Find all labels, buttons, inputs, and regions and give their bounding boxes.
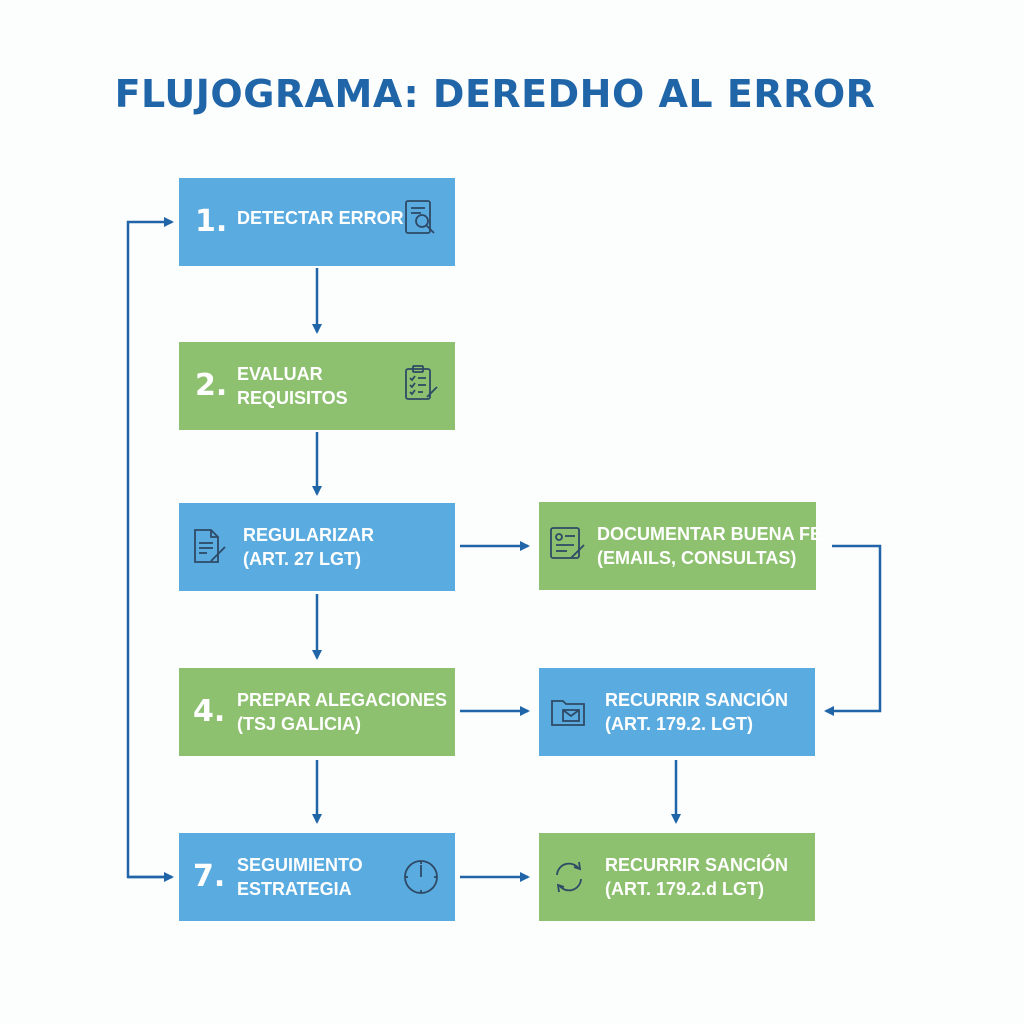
checklist-icon [401,364,441,404]
step-label-line1: PREPAR ALEGACIONES [237,690,448,710]
step-label-line1: EVALUAR [237,364,323,384]
step-label-line2: (EMAILS, CONSULTAS) [597,548,797,568]
step-label-line2: (ART. 27 LGT) [243,549,362,569]
step-recurrir-sancion-final: RECURRIR SANCIÓN (ART. 179.2.d LGT) [539,833,815,921]
step-documentar-buena-fe: DOCUMENTAR BUENA FE (EMAILS, CONSULTAS) [539,502,822,590]
step-evaluar-requisitos: 2. EVALUAR REQUISITOS [179,342,455,430]
step-preparar-alegaciones: 4. PREPAR ALEGACIONES (TSJ GALICIA) [179,668,455,756]
step-label-line2: (ART. 179.2. LGT) [605,714,754,734]
step-label-line2: (ART. 179.2.d LGT) [605,879,765,899]
step-number: 1. [195,204,228,239]
document-edit-icon [189,527,229,567]
step-label: SEGUIMIENTO ESTRATEGIA [237,853,363,901]
step-label: REGULARIZAR (ART. 27 LGT) [243,523,374,571]
step-label: RECURRIR SANCIÓN (ART. 179.2. LGT) [605,688,788,736]
step-number: 2. [195,368,228,403]
step-label-line1: RECURRIR SANCIÓN [605,690,789,710]
step-seguimiento-estrategia: 7. SEGUIMIENTO ESTRATEGIA [179,833,455,921]
step-number: 4. [193,694,226,729]
step-label: DETECTAR ERROR [237,206,404,230]
magnifier-document-icon [401,198,441,238]
step-label-line1: RECURRIR SANCIÓN [605,855,789,875]
step-label-line2: REQUISITOS [237,388,348,408]
step-label: RECURRIR SANCIÓN (ART. 179.2.d LGT) [605,853,788,901]
arrow-doc-to-recurrir [824,544,882,716]
step-label-line2: (TSJ GALICIA) [237,714,361,734]
folder-mail-icon [549,692,589,732]
arrow-loop-to-step-1 [126,217,174,879]
step-label-line2: ESTRATEGIA [237,879,352,899]
clock-icon [401,857,441,897]
step-label: EVALUAR REQUISITOS [237,362,348,410]
step-label-line1: SEGUIMIENTO [237,855,363,875]
step-label: PREPAR ALEGACIONES (TSJ GALICIA) [237,688,447,736]
step-label-line1: DOCUMENTAR BUENA FE [597,524,822,544]
step-number: 7. [193,859,226,894]
step-recurrir-sancion: RECURRIR SANCIÓN (ART. 179.2. LGT) [539,668,815,756]
refresh-arrows-icon [549,857,589,897]
step-label-line1: REGULARIZAR [243,525,374,545]
step-regularizar: REGULARIZAR (ART. 27 LGT) [179,503,455,591]
step-detectar-error: 1. DETECTAR ERROR [179,178,455,266]
page-title: FLUJOGRAMA: DEREDHO AL ERROR [114,72,876,116]
step-label: DOCUMENTAR BUENA FE (EMAILS, CONSULTAS) [597,522,822,570]
form-edit-icon [547,524,587,564]
step-label-line1: DETECTAR ERROR [237,208,404,228]
